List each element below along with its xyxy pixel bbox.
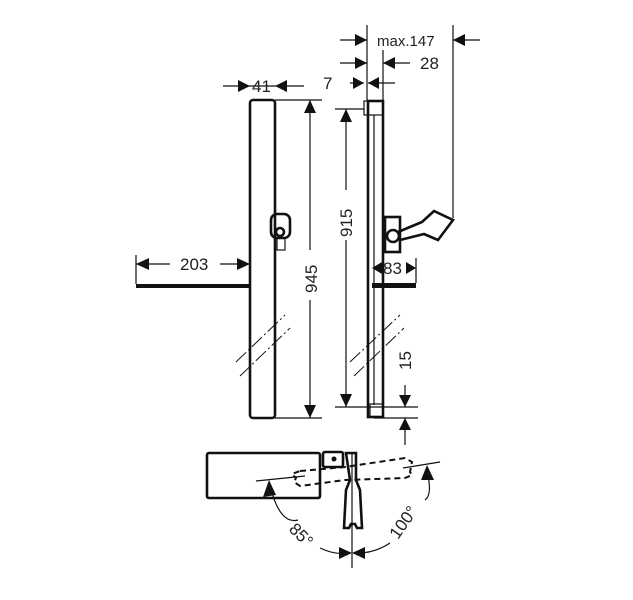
front-view: 41 203 945 <box>135 77 322 420</box>
angle-label-85: 85° <box>285 519 317 551</box>
shelf-top <box>205 451 322 500</box>
top-cap <box>363 100 384 116</box>
shower-bar-front <box>248 98 277 420</box>
dimension-7: 7 <box>323 74 395 93</box>
dimension-label-945: 945 <box>302 265 321 293</box>
shelf-front <box>136 284 250 288</box>
dimension-945: 945 <box>275 99 322 419</box>
clamp-top <box>321 450 345 469</box>
dimension-label-915: 915 <box>337 209 356 237</box>
dimension-label-15: 15 <box>396 351 415 370</box>
slider-holder-side <box>383 209 455 254</box>
break-lines-side <box>349 314 405 377</box>
dimension-label-max-147: max.147 <box>377 33 435 50</box>
bottom-cap <box>369 403 384 418</box>
dimension-915: 915 <box>335 108 418 419</box>
dimension-83: 83 <box>372 258 417 283</box>
side-view: max.147 28 7 915 <box>323 25 480 445</box>
angle-label-100: 100° <box>386 503 422 543</box>
dimension-203: 203 <box>135 255 250 284</box>
swivel-shelf-dashed <box>290 456 414 488</box>
shelf-side <box>372 283 416 288</box>
dimension-label-83: 83 <box>383 259 402 278</box>
angle-85: 85° <box>263 480 352 559</box>
dimension-max-147: max.147 <box>340 33 480 50</box>
rail-side <box>366 99 385 419</box>
dimension-label-203: 203 <box>180 255 208 274</box>
slider-holder-front <box>269 212 292 251</box>
angle-100: 100° <box>352 465 434 559</box>
top-view: 85° 100° <box>205 450 441 568</box>
dimension-15: 15 <box>396 351 415 445</box>
dimension-label-41: 41 <box>252 77 271 96</box>
dimension-label-7: 7 <box>323 74 332 93</box>
dimension-28: 28 <box>340 54 439 73</box>
dimension-41: 41 <box>223 77 304 96</box>
dimension-label-28: 28 <box>420 54 439 73</box>
break-lines-front <box>235 314 291 377</box>
